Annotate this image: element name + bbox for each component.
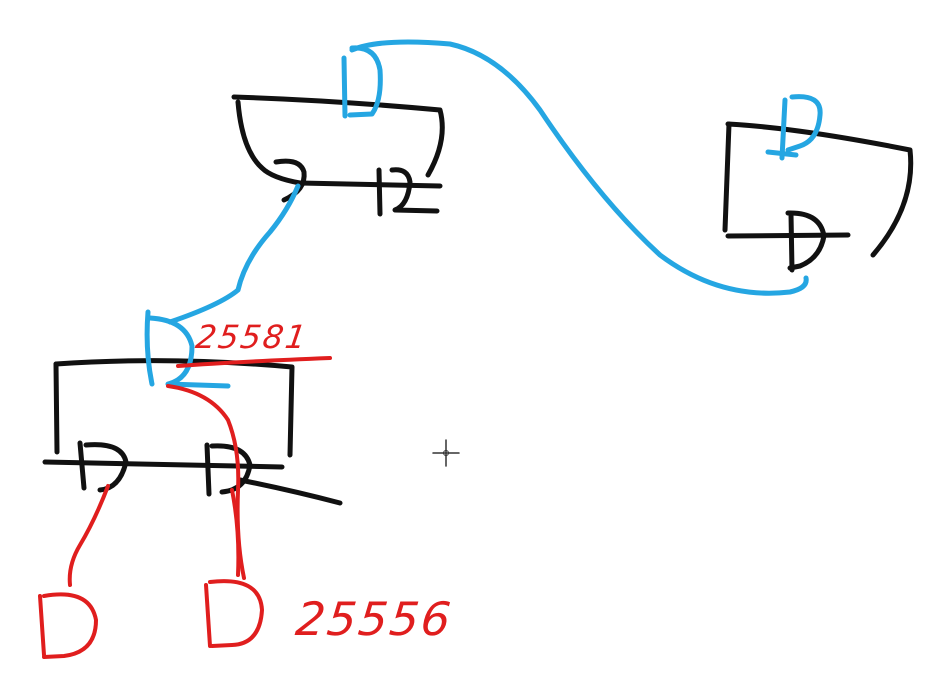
bottom-left-box-port-left-bar: [77, 440, 87, 491]
bottom-left-uplink-port: [147, 315, 231, 389]
bottom-left-box-bottom-line: [42, 459, 285, 470]
right-box-port-bar: [788, 211, 795, 273]
top-middle-box: [231, 94, 445, 217]
top-middle-box-port-right: [389, 167, 440, 214]
left-device-bar: [38, 594, 46, 657]
bottom-left-box-port-right-bar: [204, 442, 212, 497]
top-middle-uplink-port-bar: [341, 55, 348, 119]
bottom-left-box-port-left: [83, 442, 129, 493]
bottom-left-box: [42, 358, 343, 506]
top-middle-box-port-right-bar: [376, 167, 383, 217]
crosshair-cursor-icon: [432, 439, 460, 467]
right-box-uplink-port-base: [765, 149, 799, 158]
right-device-bar: [204, 583, 212, 648]
left-device: [42, 592, 98, 659]
red-links: [38, 356, 332, 659]
right-box: [722, 121, 914, 273]
right-box-port: [785, 210, 827, 271]
bottom-left-box-tail-line: [237, 477, 343, 506]
right-device: [208, 579, 264, 648]
cable-top-middle-to-right-box: [349, 39, 809, 296]
cable-top-middle-to-bottom-left: [167, 183, 301, 325]
bottom-left-box-port-right: [209, 443, 253, 495]
port-number-label-top: 25581: [193, 318, 311, 356]
bottom-left-box-frame-left: [53, 361, 60, 455]
cable-uplink-to-right-device: [166, 384, 246, 580]
bottom-left-box-frame: [53, 358, 295, 458]
top-middle-box-frame-top: [231, 94, 445, 178]
blue-links: [144, 39, 823, 389]
top-middle-box-bottom-line: [297, 180, 443, 189]
bottom-left-uplink-port-bar: [144, 309, 155, 387]
cable-left-port-to-left-device: [67, 484, 110, 587]
port-number-label-bottom: 25556: [293, 592, 456, 646]
right-box-uplink-port: [785, 94, 823, 153]
right-box-frame-top: [725, 121, 914, 258]
top-middle-box-frame-left: [235, 99, 303, 186]
right-box-frame-left: [722, 121, 732, 233]
cable-right-port-to-right-device: [230, 488, 241, 577]
top-middle-uplink-port: [347, 45, 383, 118]
right-box-uplink-port-bar: [779, 97, 788, 161]
right-box-bottom-line: [725, 232, 851, 239]
arrow-to-label-top: [176, 356, 332, 368]
